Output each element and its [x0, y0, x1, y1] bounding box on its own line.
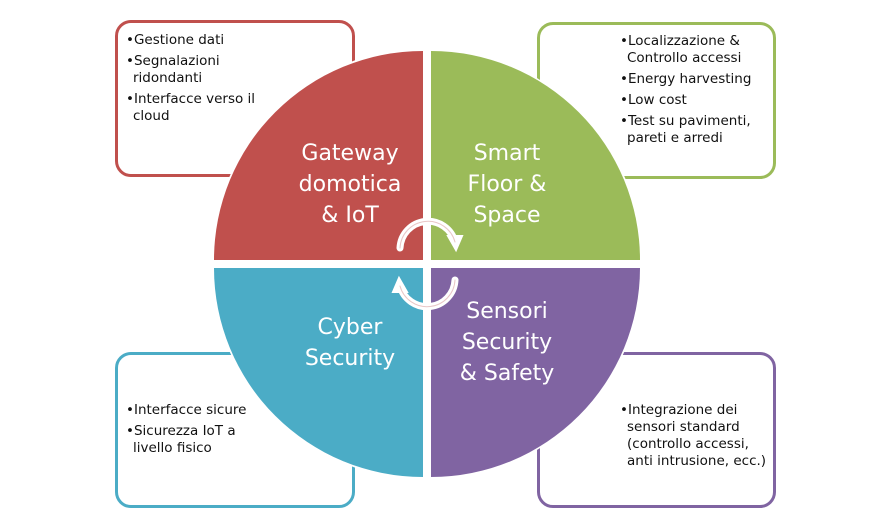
sensori-list: Integrazione dei sensori standard (contr…: [620, 402, 770, 474]
sensori-quadrant: [431, 268, 640, 477]
smart-floor-label: Smart Floor & Space: [432, 138, 582, 231]
label-line: Cyber: [317, 315, 383, 340]
label-line: & Safety: [459, 361, 555, 386]
list-item: Interfacce sicure: [126, 402, 256, 419]
list-item: Gestione dati: [126, 32, 261, 49]
label-line: & IoT: [321, 203, 379, 228]
label-line: Sensori: [466, 299, 548, 324]
list-item: Localizzazione & Controllo accessi: [620, 33, 770, 67]
list-item: Interfacce verso il cloud: [126, 91, 261, 125]
label-line: Smart: [473, 141, 541, 166]
label-line: domotica: [298, 172, 402, 197]
gateway-quadrant: [214, 51, 423, 260]
list-item: Low cost: [620, 92, 770, 109]
gateway-label: Gateway domotica & IoT: [275, 138, 425, 231]
smart-floor-quadrant: [431, 51, 640, 260]
label-line: Security: [304, 346, 396, 371]
smart-floor-list: Localizzazione & Controllo accessi Energ…: [620, 33, 770, 151]
gateway-list: Gestione dati Segnalazioni ridondanti In…: [126, 32, 261, 129]
list-item: Segnalazioni ridondanti: [126, 53, 261, 87]
list-item: Integrazione dei sensori standard (contr…: [620, 402, 770, 470]
label-line: Gateway: [301, 141, 399, 166]
label-line: Security: [461, 330, 553, 355]
list-item: Test su pavimenti, pareti e arredi: [620, 113, 770, 147]
list-item: Energy harvesting: [620, 71, 770, 88]
cyber-quadrant: [214, 268, 423, 477]
cyber-label: Cyber Security: [275, 312, 425, 374]
label-line: Floor &: [467, 172, 547, 197]
label-line: Space: [473, 203, 541, 228]
list-item: Sicurezza IoT a livello fisico: [126, 423, 256, 457]
cycle-arrows-icon: [391, 217, 464, 311]
sensori-label: Sensori Security & Safety: [432, 296, 582, 389]
cyber-list: Interfacce sicure Sicurezza IoT a livell…: [126, 402, 256, 461]
